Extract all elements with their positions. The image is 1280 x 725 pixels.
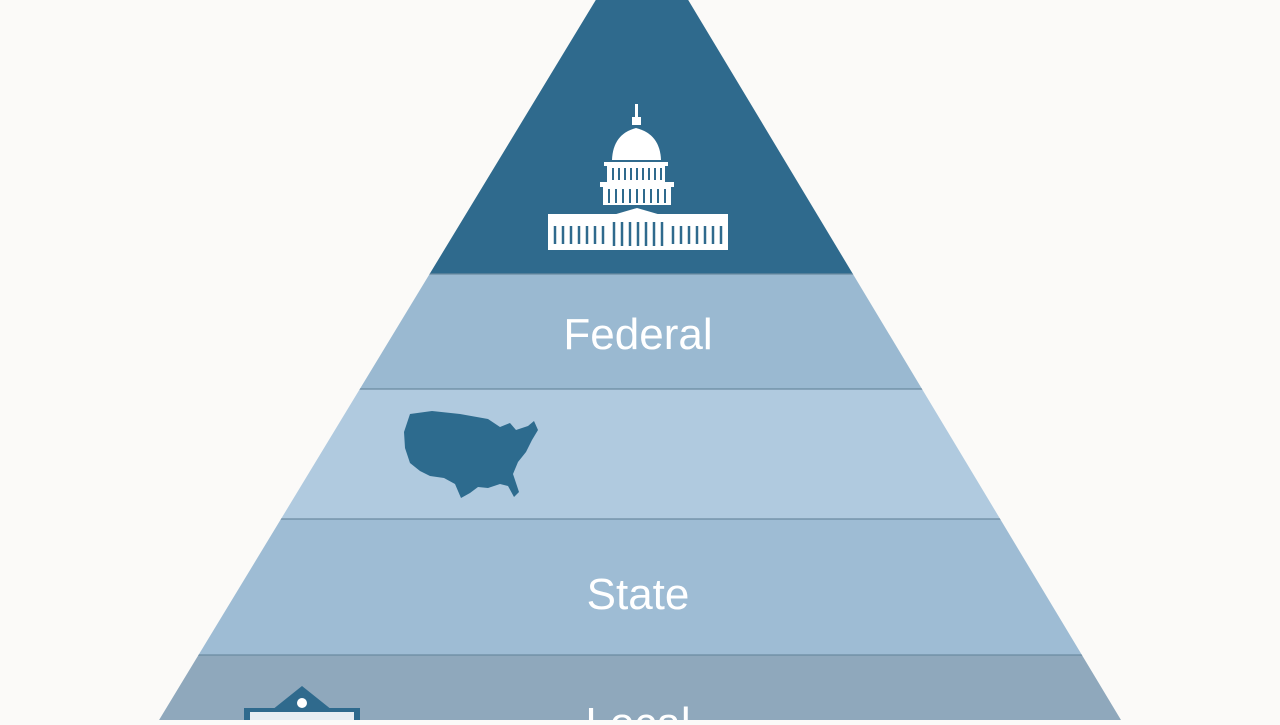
usa-map-icon bbox=[404, 411, 538, 498]
local-building-icon bbox=[244, 686, 360, 722]
capitol-icon bbox=[548, 104, 728, 250]
state-label: State bbox=[587, 570, 690, 619]
state-tier bbox=[153, 519, 1127, 655]
federal-label: Federal bbox=[563, 310, 712, 359]
local-label: Local bbox=[585, 699, 690, 720]
map-tier bbox=[153, 389, 1127, 519]
